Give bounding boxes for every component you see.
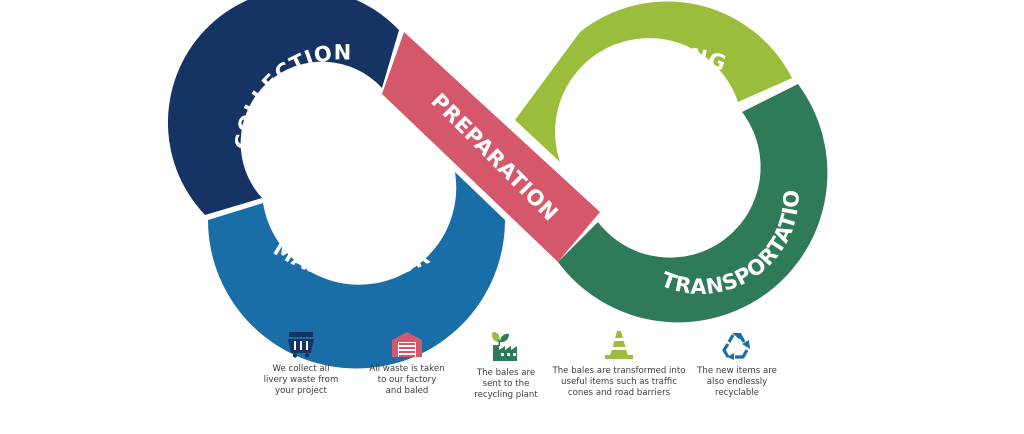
warehouse-icon [392, 332, 422, 357]
step-recycle-plant: The bales are sent to the recycling plan… [436, 330, 576, 400]
step-collect: We collect all livery waste from your pr… [231, 330, 371, 396]
step-transform-text: The bales are transformed into useful it… [552, 366, 686, 398]
step-endless: The new items are also endlessly recycla… [667, 330, 807, 398]
step-bale: All waste is taken to our factory and ba… [337, 330, 477, 396]
processing-segment [515, 1, 792, 162]
transportation-segment [558, 84, 828, 323]
step-transform: The bales are transformed into useful it… [549, 330, 689, 398]
traffic-cone-icon [605, 331, 633, 359]
manufacture-segment [208, 172, 505, 369]
recycling-plant-icon [492, 332, 517, 361]
step-recycle-plant-text: The bales are sent to the recycling plan… [474, 368, 538, 400]
preparation-segment [382, 32, 600, 262]
recycle-icon [722, 333, 750, 360]
step-bale-text: All waste is taken to our factory and ba… [369, 364, 445, 396]
collection-segment [168, 0, 399, 215]
step-endless-text: The new items are also endlessly recycla… [697, 366, 777, 398]
dumpster-icon [288, 332, 314, 358]
step-collect-text: We collect all livery waste from your pr… [263, 364, 339, 396]
